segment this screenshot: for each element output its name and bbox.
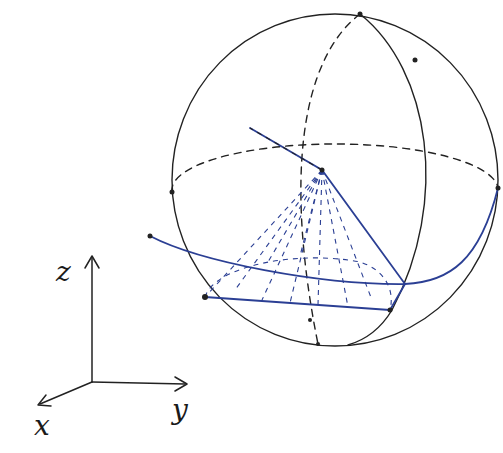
- cone-generator: [322, 170, 372, 300]
- arrowhead: [38, 395, 51, 406]
- point: [316, 342, 320, 346]
- point: [308, 318, 312, 322]
- y-axis: [92, 382, 185, 384]
- axes: [38, 256, 187, 406]
- cone-base-front: [205, 297, 390, 310]
- cone-edges: [250, 128, 405, 310]
- equator-back: [172, 144, 498, 192]
- point: [358, 12, 363, 17]
- point: [170, 190, 175, 195]
- cone-generator: [262, 170, 322, 300]
- arrowhead: [175, 377, 187, 391]
- latitude-front: [150, 188, 498, 284]
- cone-generator: [290, 170, 322, 303]
- cone-base-back: [205, 258, 391, 310]
- axis-label: z: [56, 258, 71, 286]
- point: [148, 234, 153, 239]
- cone-generator: [250, 128, 322, 170]
- cone-generator: [318, 170, 322, 305]
- cone-generator: [268, 170, 322, 262]
- point: [202, 294, 208, 300]
- point: [413, 58, 418, 63]
- z-axis: [91, 258, 93, 382]
- meridian-back: [301, 14, 360, 344]
- cone-generator: [300, 170, 322, 256]
- axis-label: y: [172, 396, 188, 424]
- meridian-front: [348, 14, 426, 345]
- cone-generator: [322, 170, 348, 307]
- x-axis: [40, 382, 92, 404]
- point: [320, 168, 325, 173]
- arrowhead: [85, 256, 99, 268]
- sphere-outline: [172, 14, 498, 346]
- cone-generator: [205, 170, 322, 297]
- cone-generator: [235, 170, 322, 290]
- point: [496, 186, 501, 191]
- point: [388, 308, 393, 313]
- axis-label: x: [34, 412, 50, 440]
